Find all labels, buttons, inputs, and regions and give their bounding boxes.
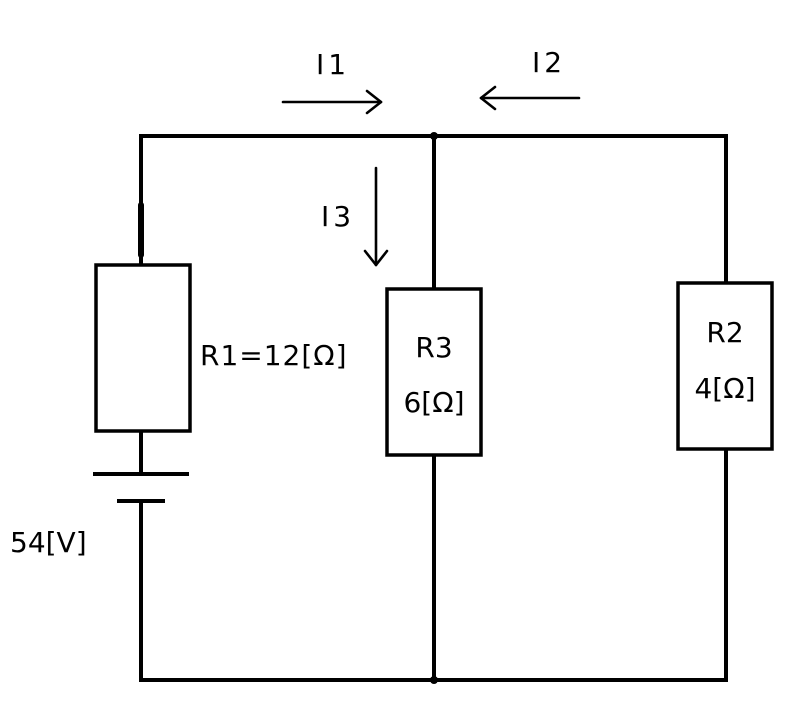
resistor-r1-label: R1=12[Ω] [200, 339, 348, 372]
arrow-i1 [281, 89, 383, 115]
resistor-r1 [94, 263, 192, 433]
current-label-i1: I1 [316, 48, 350, 81]
current-label-i3: I3 [321, 200, 355, 233]
left-wire-marker [138, 202, 144, 258]
battery-symbol [93, 472, 189, 503]
resistor-r3-name: R3 [415, 331, 452, 364]
resistor-r2 [676, 281, 774, 451]
arrow-i3 [363, 166, 389, 267]
resistor-r2-value: 4[Ω] [694, 372, 755, 405]
resistor-r3 [385, 287, 483, 457]
current-label-i2: I2 [532, 46, 566, 79]
resistor-r2-name: R2 [706, 316, 743, 349]
resistor-r3-value: 6[Ω] [403, 386, 464, 419]
battery-label: 54[V] [10, 526, 87, 559]
arrow-i2 [479, 85, 581, 111]
junction-bottom [430, 676, 438, 684]
junction-top [430, 132, 438, 140]
